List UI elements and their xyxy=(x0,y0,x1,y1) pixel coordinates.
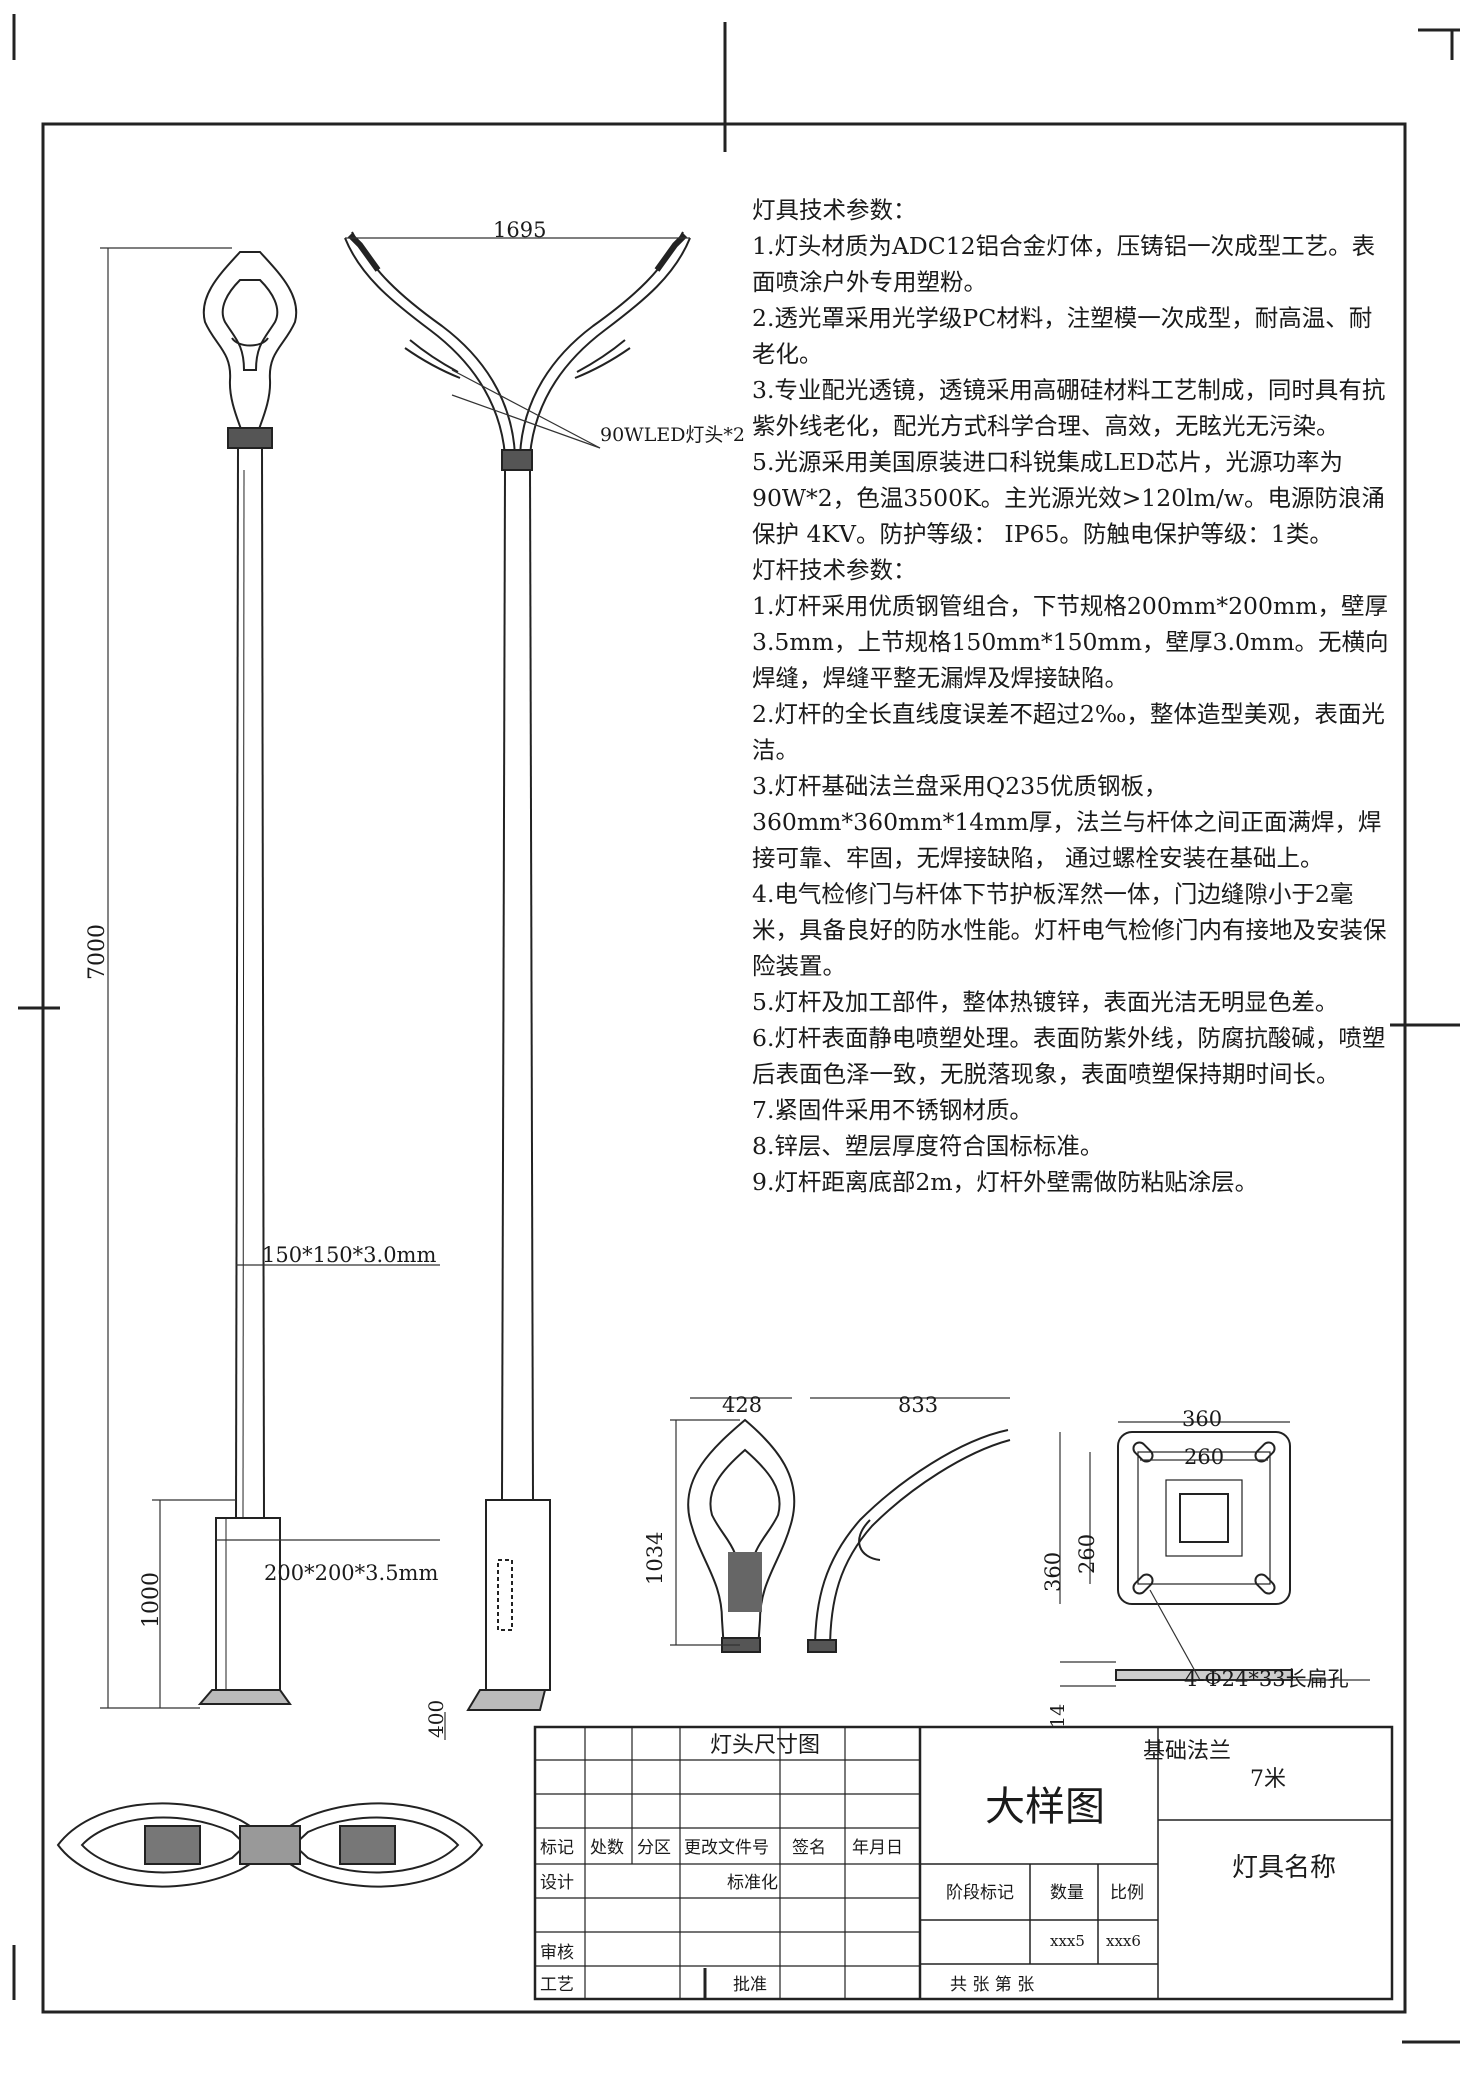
pole-front-view xyxy=(344,231,691,1711)
lamp-head-title: 灯头尺寸图 xyxy=(710,1733,820,1758)
pole-spec-item: 7.紧固件采用不锈钢材质。 xyxy=(752,1096,1033,1124)
dim-head-width: 428 xyxy=(722,1393,762,1417)
pole-spec-item: 1.灯杆采用优质钢管组合，下节规格200mm*200mm，壁厚3.5mm，上节规… xyxy=(752,592,1389,692)
spec-text: 灯具技术参数： 1.灯头材质为ADC12铝合金灯体，压铸铝一次成型工艺。表面喷涂… xyxy=(752,192,1392,1200)
cell-mark: 标记 xyxy=(540,1838,574,1858)
pole-spec-item: 3.灯杆基础法兰盘采用Q235优质钢板，360mm*360mm*14mm厚，法兰… xyxy=(752,772,1382,872)
dim-base-offset: 400 xyxy=(424,1700,448,1738)
cell-review: 审核 xyxy=(540,1943,574,1963)
dim-flange-outer-v: 360 xyxy=(1041,1552,1065,1592)
pole-specs-heading: 灯杆技术参数： xyxy=(752,556,917,584)
pole-spec-item: 4.电气检修门与杆体下节护板浑然一体，门边缝隙小于2毫米，具备良好的防水性能。灯… xyxy=(752,880,1387,980)
dim-head-height: 1034 xyxy=(643,1532,667,1585)
title-block xyxy=(533,1725,1394,2001)
cell-approve: 批准 xyxy=(733,1975,767,1995)
led-label: 90WLED灯头*2 xyxy=(600,424,745,446)
cell-sheets: 共 张 第 张 xyxy=(950,1975,1034,1995)
dim-flange-outer: 360 xyxy=(1182,1407,1222,1431)
dim-total-height: 7000 xyxy=(85,924,110,980)
product-label: 灯具名称 xyxy=(1232,1853,1336,1883)
dim-arm-length: 833 xyxy=(898,1393,938,1417)
pole-spec-item: 9.灯杆距离底部2m，灯杆外壁需做防粘贴涂层。 xyxy=(752,1168,1259,1196)
cell-process: 工艺 xyxy=(540,1975,574,1995)
cell-scale-value: xxx6 xyxy=(1106,1932,1141,1950)
dim-arm-span: 1695 xyxy=(493,218,546,242)
cell-signature: 签名 xyxy=(792,1838,826,1858)
pole-spec-item: 2.灯杆的全长直线度误差不超过2‰，整体造型美观，表面光洁。 xyxy=(752,700,1385,764)
dim-flange-inner-v: 260 xyxy=(1075,1534,1099,1574)
cell-stage-mark: 阶段标记 xyxy=(946,1883,1014,1903)
title-block-cells: 标记 处数 分区 更改文件号 签名 年月日 设计 标准化 审核 工艺 批准 阶段… xyxy=(540,1838,1144,1995)
head-dimension-lines xyxy=(670,1397,1010,1646)
dim-flange-inner: 260 xyxy=(1184,1445,1224,1469)
drawing-name: 大样图 xyxy=(985,1784,1105,1830)
cell-scale: 比例 xyxy=(1110,1883,1144,1903)
pole-spec-item: 6.灯杆表面静电喷塑处理。表面防紫外线，防腐抗酸碱，喷塑后表面色泽一致，无脱落现… xyxy=(752,1024,1386,1088)
crop-marks xyxy=(12,14,1460,2044)
lamp-spec-item: 5.光源采用美国原装进口科锐集成LED芯片，光源功率为90W*2，色温3500K… xyxy=(752,448,1385,548)
dim-upper-section: 150*150*3.0mm xyxy=(262,1243,436,1267)
pole-spec-item: 5.灯杆及加工部件，整体热镀锌，表面光洁无明显色差。 xyxy=(752,988,1339,1016)
cell-quantity: 数量 xyxy=(1050,1883,1084,1903)
lamp-spec-item: 2.透光罩采用光学级PC材料，注塑模一次成型，耐高温、耐老化。 xyxy=(752,304,1373,368)
cell-standardize: 标准化 xyxy=(727,1873,778,1893)
flange-dimension-lines xyxy=(1059,1421,1370,1687)
lamp-specs-heading: 灯具技术参数： xyxy=(752,196,917,224)
flange-detail xyxy=(1115,1431,1293,1681)
lamp-head-detail xyxy=(687,1418,1011,1653)
lamp-spec-item: 3.专业配光透镜，透镜采用高硼硅材料工艺制成，同时具有抗紫外线老化，配光方式科学… xyxy=(752,376,1386,440)
pole-spec-item: 8.锌层、塑层厚度符合国标标准。 xyxy=(752,1132,1104,1160)
cell-design: 设计 xyxy=(540,1873,574,1893)
dim-lower-height: 1000 xyxy=(139,1572,164,1628)
dim-flange-thickness: 14 xyxy=(1047,1704,1069,1728)
drawing-border xyxy=(41,122,1407,2014)
lamp-top-view xyxy=(56,1802,484,1888)
cell-count: 处数 xyxy=(590,1838,624,1858)
flange-holes-label: 4-Φ24*33长扁孔 xyxy=(1184,1667,1349,1691)
flange-title: 基础法兰 xyxy=(1143,1739,1231,1764)
cell-zone: 分区 xyxy=(637,1838,671,1858)
dim-lower-section: 200*200*3.5mm xyxy=(264,1561,438,1585)
cell-date: 年月日 xyxy=(852,1838,903,1858)
height-label: 7米 xyxy=(1250,1767,1286,1792)
cell-quantity-value: xxx5 xyxy=(1050,1932,1085,1950)
lamp-spec-item: 1.灯头材质为ADC12铝合金灯体，压铸铝一次成型工艺。表面喷涂户外专用塑粉。 xyxy=(752,232,1376,296)
pole-side-view xyxy=(197,251,298,1705)
left-dimension-lines xyxy=(100,247,440,1709)
center-dimension-lines xyxy=(345,237,690,1740)
cell-change-doc: 更改文件号 xyxy=(684,1838,769,1858)
